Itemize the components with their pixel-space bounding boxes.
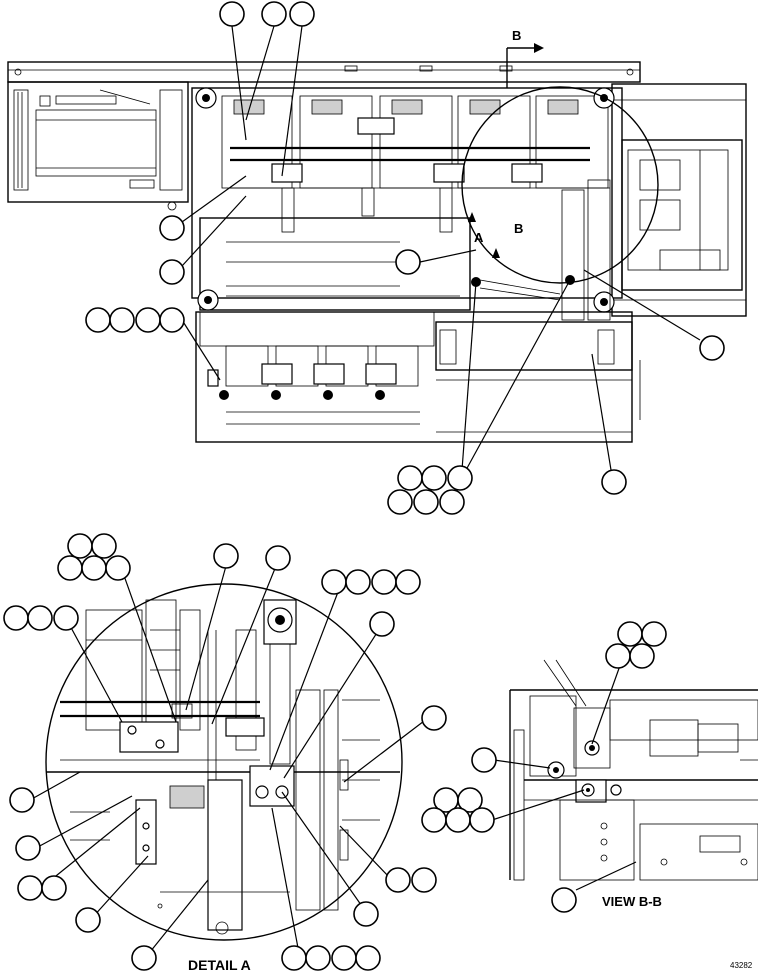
detail-a-view (45, 583, 403, 941)
detail-a-leaders (29, 565, 429, 953)
callout-bubble (321, 569, 347, 595)
callout-bubble (159, 215, 185, 241)
callout-bubble (421, 465, 447, 491)
callout-bubble (131, 945, 157, 971)
callout-bubble (469, 807, 495, 833)
view-bb (509, 659, 758, 881)
callout-bubble (353, 901, 379, 927)
detail-a-title: DETAIL A (188, 957, 251, 973)
callout-bubble (159, 259, 185, 285)
main-assembly-view: B B A (7, 28, 747, 443)
callout-bubble (551, 887, 577, 913)
main-callout-leaders (181, 25, 701, 477)
main-callouts (85, 1, 725, 515)
figure-number: 43282 (730, 961, 753, 970)
callout-bubble (27, 605, 53, 631)
callout-bubble (57, 555, 83, 581)
callout-bubble (75, 907, 101, 933)
callout-bubble (395, 249, 421, 275)
callout-bubble (85, 307, 111, 333)
contactor-row-top (221, 95, 610, 233)
callout-bubble (105, 555, 131, 581)
callout-bubble (395, 569, 421, 595)
section-mark-label: B (514, 221, 523, 236)
callout-bubble (331, 945, 357, 971)
contactor-row-bottom (207, 345, 419, 400)
callout-bubble (421, 705, 447, 731)
callout-bubble (289, 1, 315, 27)
callout-bubble (345, 569, 371, 595)
callout-bubble (219, 1, 245, 27)
callout-bubble (471, 747, 497, 773)
callout-bubble (385, 867, 411, 893)
corner-bolts (195, 87, 615, 313)
detail-a-callouts (3, 533, 447, 971)
callout-bubble (53, 605, 79, 631)
view-bb-callouts (421, 621, 667, 913)
callout-bubble (355, 945, 381, 971)
callout-bubble (3, 605, 29, 631)
callout-bubble (159, 307, 185, 333)
callout-bubble (265, 545, 291, 571)
callout-bubble (699, 335, 725, 361)
callout-bubble (67, 533, 93, 559)
callout-bubble (369, 611, 395, 637)
callout-bubble (371, 569, 397, 595)
callout-bubble (439, 489, 465, 515)
detail-ref-label: A (474, 230, 484, 245)
callout-bubble (213, 543, 239, 569)
callout-bubble (605, 643, 631, 669)
callout-bubble (261, 1, 287, 27)
callout-bubble (81, 555, 107, 581)
callout-bubble (91, 533, 117, 559)
view-bb-title: VIEW B-B (602, 894, 662, 909)
detail-a-boundary (461, 86, 659, 284)
callout-bubble (305, 945, 331, 971)
callout-bubble (411, 867, 437, 893)
callout-bubble (109, 307, 135, 333)
callout-bubble (281, 945, 307, 971)
callout-bubble (421, 807, 447, 833)
callout-bubble (445, 807, 471, 833)
callout-bubble (387, 489, 413, 515)
callout-bubble (447, 465, 473, 491)
callout-bubble (15, 835, 41, 861)
callout-bubble (17, 875, 43, 901)
callout-bubble (629, 643, 655, 669)
callout-bubble (413, 489, 439, 515)
callout-bubble (135, 307, 161, 333)
callout-bubble (457, 787, 483, 813)
callout-bubble (617, 621, 643, 647)
callout-bubble (641, 621, 667, 647)
callout-bubble (601, 469, 627, 495)
callout-bubble (9, 787, 35, 813)
callout-bubble (397, 465, 423, 491)
callout-bubble (41, 875, 67, 901)
section-arrow-label: B (512, 28, 521, 43)
view-bb-leaders (491, 659, 637, 891)
